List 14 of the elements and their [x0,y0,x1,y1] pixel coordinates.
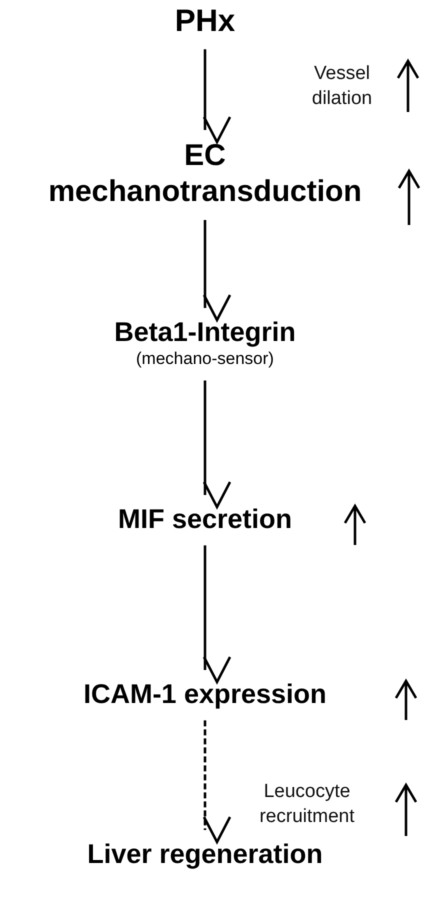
step-label: ICAM-1 expression [82,678,328,710]
step-label: MIF secretion [116,503,294,536]
step-label: Beta1-Integrin [113,316,297,348]
arrow [202,49,232,144]
arrow [202,220,232,322]
step-label: PHx [174,2,236,40]
arrow [202,380,232,508]
arrow [202,545,232,684]
dashed-arrow [202,720,232,844]
effect-label: Leucocyte recruitment [258,780,356,829]
step-label: Liver regeneration [86,838,324,870]
step-note: (mechano-sensor) [135,348,275,370]
step-label: EC mechanotransduction [47,138,363,210]
effect-label: Vessel dilation [310,62,374,111]
